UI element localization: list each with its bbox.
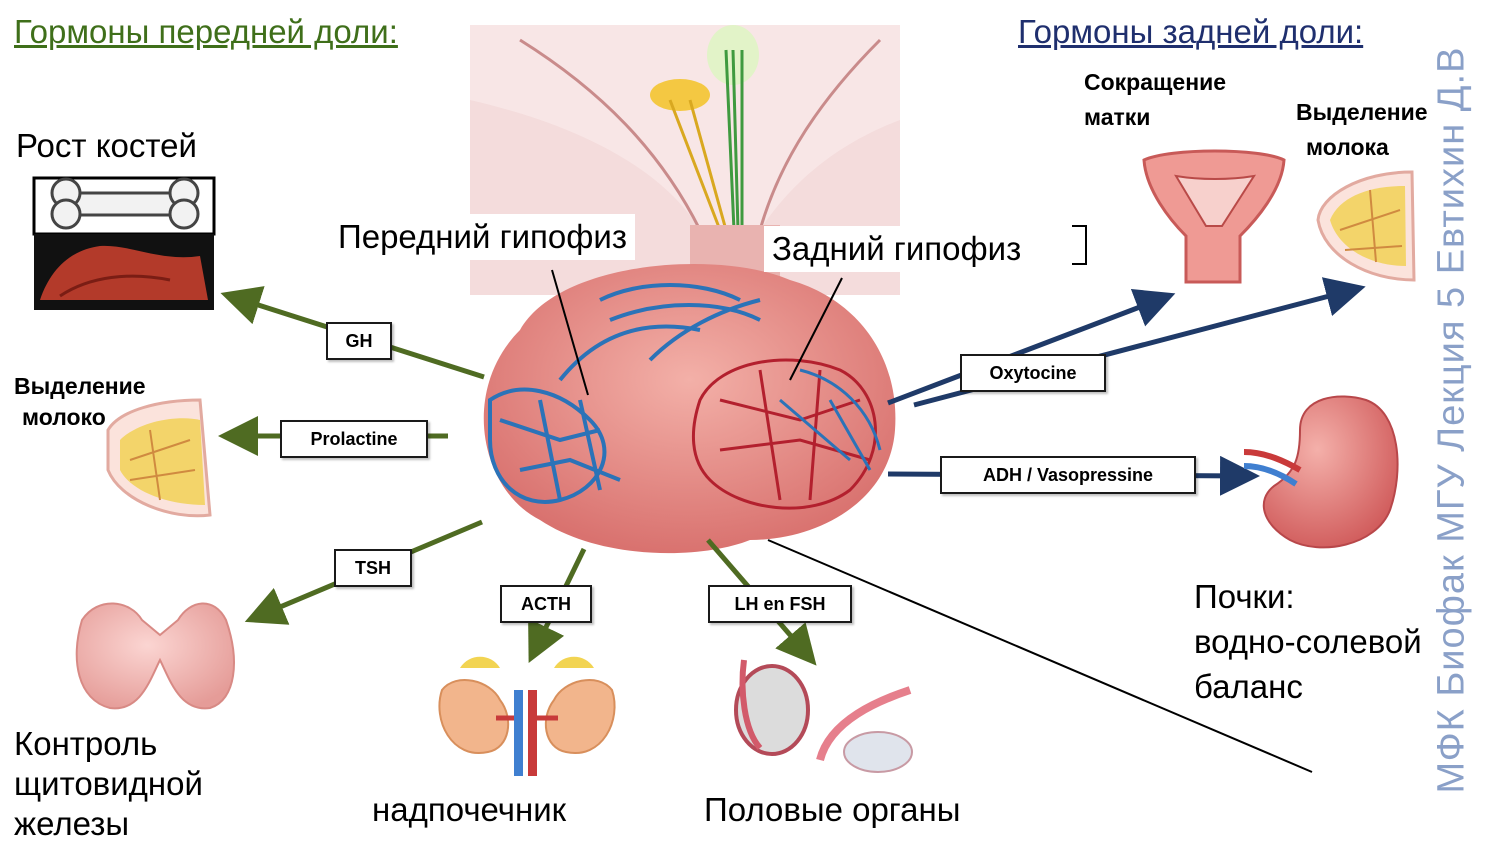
adrenal-label: надпочечник xyxy=(372,791,567,828)
arm-muscle-icon xyxy=(34,234,214,310)
milk-left-line-2: молоко xyxy=(22,404,106,430)
adrenal-kidney-icon xyxy=(438,656,616,776)
anterior-hormones-heading: Гормоны передней доли: xyxy=(14,13,398,50)
thyroid-label: Контроль щитовидной железы xyxy=(14,724,203,844)
kidneys-line-2: водно-солевой xyxy=(1194,623,1422,660)
milk-right-line-2: молока xyxy=(1306,134,1389,160)
posterior-pituitary-callout: Задний гипофиз xyxy=(764,226,1030,272)
hormone-oxytocine-box: Oxytocine xyxy=(960,354,1106,392)
uterus-label: Сокращение матки xyxy=(1084,65,1226,135)
kidneys-line-3: баланс xyxy=(1194,668,1303,705)
bone-icon xyxy=(32,176,216,236)
lecture-watermark: МФК Биофак МГУ Лекция 5 Евтихин Д.В xyxy=(1430,46,1473,794)
thyroid-line-1: Контроль xyxy=(14,725,158,762)
breast-icon xyxy=(106,398,212,518)
hormone-lh-fsh-box: LH en FSH xyxy=(708,585,852,623)
kidneys-label: Почки: водно-солевой баланс xyxy=(1194,574,1422,709)
milk-right-label: Выделение молока xyxy=(1296,95,1428,165)
anterior-pituitary-callout: Передний гипофиз xyxy=(330,214,635,260)
hormone-adh-box: ADH / Vasopressine xyxy=(940,456,1196,494)
testis-ovary-icon xyxy=(734,659,913,773)
pituitary-gland-illustration xyxy=(483,264,896,554)
hormone-prolactine-box: Prolactine xyxy=(280,420,428,458)
bone-growth-label: Рост костей xyxy=(16,127,197,164)
genitals-label: Половые органы xyxy=(704,791,961,828)
hormone-gh-box: GH xyxy=(326,322,392,360)
milk-left-line-1: Выделение xyxy=(14,373,146,399)
posterior-hormones-heading: Гормоны задней доли: xyxy=(1018,13,1364,50)
thyroid-line-3: железы xyxy=(14,805,130,842)
kidney-icon xyxy=(1243,395,1399,549)
thyroid-icon xyxy=(75,602,235,710)
hormone-acth-box: ACTH xyxy=(500,585,592,623)
uterus-line-1: Сокращение xyxy=(1084,69,1227,95)
uterus-icon xyxy=(1142,149,1286,284)
hormone-tsh-box: TSH xyxy=(334,549,412,587)
breast-icon xyxy=(1316,170,1416,282)
kidneys-line-1: Почки: xyxy=(1194,578,1295,615)
hypothalamus-illustration xyxy=(470,25,900,295)
thyroid-line-2: щитовидной xyxy=(14,765,203,802)
milk-left-label: Выделение молоко xyxy=(14,371,146,433)
milk-right-line-1: Выделение xyxy=(1296,99,1428,125)
uterus-line-2: матки xyxy=(1084,104,1151,130)
